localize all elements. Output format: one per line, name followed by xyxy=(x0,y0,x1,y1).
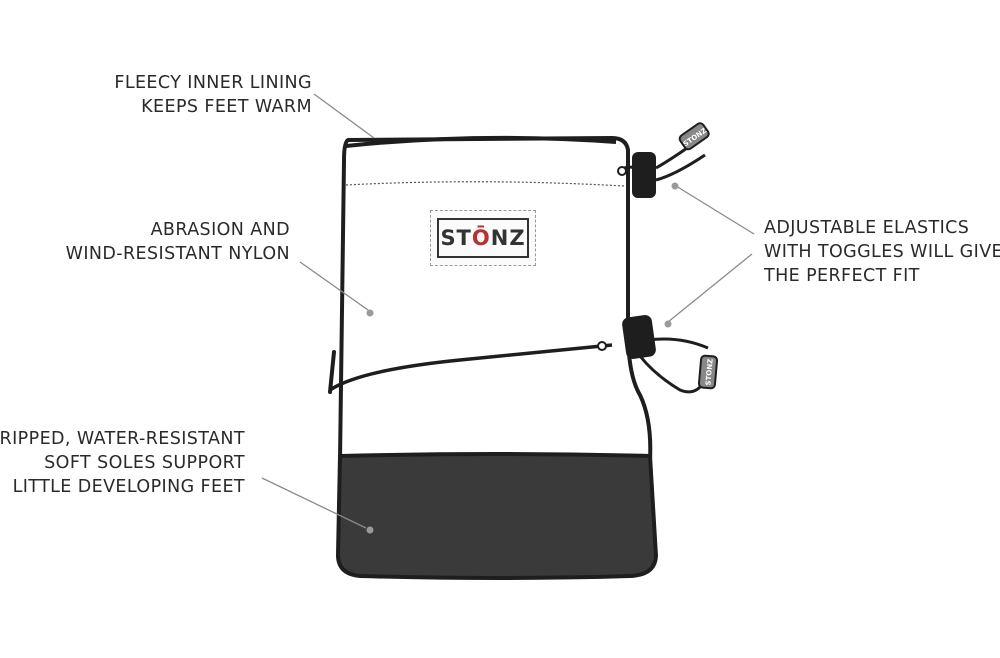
logo-part: NZ xyxy=(490,226,526,250)
leader-nylon xyxy=(299,261,369,311)
boot-upper xyxy=(338,136,653,462)
callout-elastics: ADJUSTABLE ELASTICS WITH TOGGLES WILL GI… xyxy=(764,216,1000,288)
dot-nylon xyxy=(366,309,374,317)
lining-seam xyxy=(345,181,625,187)
callout-line: LITTLE DEVELOPING FEET xyxy=(12,477,245,497)
dot-soles xyxy=(366,526,374,534)
ankle-elastic xyxy=(329,343,613,392)
leader-soles xyxy=(261,477,367,529)
callout-line: WITH TOGGLES WILL GIVE xyxy=(764,242,1000,262)
leader-elastics-top xyxy=(675,185,755,235)
dot-elastics-top xyxy=(671,182,679,190)
leader-lining xyxy=(313,93,375,139)
ankle-elastic-tail xyxy=(328,350,336,394)
svg-text:STONZ: STONZ xyxy=(704,358,714,385)
callout-line: THE PERFECT FIT xyxy=(764,266,920,286)
callout-line: SOFT SOLES SUPPORT xyxy=(44,453,245,473)
top-toggle-icon xyxy=(632,152,656,198)
boot-top-rim xyxy=(345,135,617,148)
callout-line: WIND-RESISTANT NYLON xyxy=(65,244,290,264)
logo-o: Ō xyxy=(471,226,491,250)
callout-line: ABRASION AND xyxy=(150,220,290,240)
bottom-toggle-tag-icon: STONZ xyxy=(697,354,719,390)
bottom-toggle-icon xyxy=(622,315,656,359)
leader-elastics-bottom xyxy=(667,253,753,323)
callout-lining: FLEECY INNER LINING KEEPS FEET WARM xyxy=(114,71,312,119)
top-toggle-tag-icon: STONZ xyxy=(678,122,710,151)
dot-elastics-bottom xyxy=(664,320,672,328)
callout-line: KEEPS FEET WARM xyxy=(141,97,312,117)
callout-line: FLEECY INNER LINING xyxy=(114,73,312,93)
boot-sole xyxy=(336,452,658,580)
logo-part: ST xyxy=(440,226,472,250)
callout-line: ADJUSTABLE ELASTICS xyxy=(764,218,970,238)
callout-line: GRIPPED, WATER-RESISTANT xyxy=(0,429,245,449)
callout-nylon: ABRASION AND WIND-RESISTANT NYLON xyxy=(66,218,290,266)
callout-soles: GRIPPED, WATER-RESISTANT SOFT SOLES SUPP… xyxy=(0,427,245,499)
